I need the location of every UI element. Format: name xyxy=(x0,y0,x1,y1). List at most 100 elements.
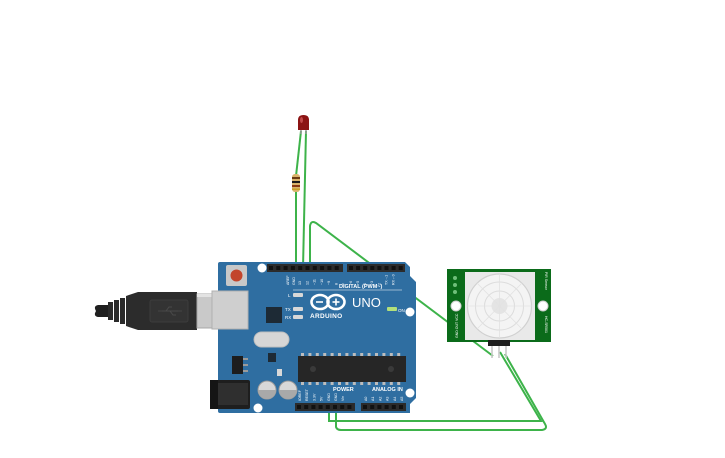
aref-pin-label: AREF xyxy=(286,275,290,285)
analog-header xyxy=(361,403,406,411)
header-pin-hole[interactable] xyxy=(399,405,403,409)
chip-leg xyxy=(382,353,386,356)
header-pin-hole[interactable] xyxy=(298,266,303,270)
chip-leg xyxy=(338,353,341,356)
header-pin-hole[interactable] xyxy=(283,266,288,270)
pin-label: A4 xyxy=(393,397,397,401)
atmega-chip-legs xyxy=(301,353,401,385)
chip-leg xyxy=(389,382,393,385)
smd-component xyxy=(277,369,282,376)
wire-led-anode-to-resistor[interactable] xyxy=(295,130,302,177)
resistor-band-1 xyxy=(292,177,300,179)
chip-leg xyxy=(375,382,378,385)
pin-label: IOREF xyxy=(298,389,302,401)
pin-label: 8 xyxy=(335,283,339,285)
pin-label: RESET xyxy=(305,388,309,401)
mount-hole-bottom-right xyxy=(405,388,415,398)
chip-leg xyxy=(367,382,371,385)
wire-led-cathode-to-gnd[interactable] xyxy=(302,130,307,269)
chip-leg xyxy=(397,353,401,356)
pin-label: 5V xyxy=(320,396,324,401)
header-pin-hole[interactable] xyxy=(370,266,375,270)
header-pin-hole[interactable] xyxy=(398,266,403,270)
header-pin-hole[interactable] xyxy=(347,405,352,409)
header-pin-hole[interactable] xyxy=(311,405,316,409)
pin-label: A2 xyxy=(378,397,382,401)
chip-leg xyxy=(345,382,349,385)
header-pin-hole[interactable] xyxy=(377,405,382,409)
header-pin-hole[interactable] xyxy=(356,266,361,270)
regulator-pin-2 xyxy=(243,364,248,366)
usb-cable-tail xyxy=(94,305,110,317)
chip-leg xyxy=(330,382,334,385)
pin-label: TX→1 xyxy=(384,275,388,285)
voltage-regulator xyxy=(232,356,243,374)
pin-label: ~3 xyxy=(370,281,374,285)
led-l-indicator xyxy=(293,293,303,297)
digital-pin-holes xyxy=(269,266,403,270)
header-pin-hole[interactable] xyxy=(320,266,325,270)
header-pin-hole[interactable] xyxy=(269,266,273,270)
header-pin-hole[interactable] xyxy=(304,405,309,409)
regulator-pin-1 xyxy=(243,358,248,360)
pir-right-label: HC-SR501 xyxy=(544,316,548,333)
header-pin-hole[interactable] xyxy=(377,266,382,270)
usb-jack xyxy=(211,290,249,330)
capacitor-1-shade xyxy=(258,390,276,399)
header-pin-hole[interactable] xyxy=(318,405,323,409)
resistor-band-2 xyxy=(292,181,300,183)
resistor[interactable] xyxy=(292,174,300,192)
header-pin-hole[interactable] xyxy=(391,266,396,270)
small-chip xyxy=(268,353,276,362)
header-pin-hole[interactable] xyxy=(312,266,317,270)
chip-leg xyxy=(308,382,312,385)
header-pin-hole[interactable] xyxy=(333,405,337,409)
header-pin-hole[interactable] xyxy=(305,266,310,270)
chip-leg xyxy=(308,353,312,356)
pin-label: 3.3V xyxy=(312,393,316,401)
pir-pad-3 xyxy=(453,290,457,294)
pir-mount-hole-left xyxy=(450,300,462,312)
header-pin-hole[interactable] xyxy=(325,405,330,409)
chip-leg xyxy=(301,353,304,356)
wire-gnd-to-pir-gnd[interactable] xyxy=(335,353,547,431)
digital-header-right xyxy=(347,264,405,272)
arduino-uno[interactable]: ARDUINO UNO DIGITAL (PWM~) POWER ANALOG … xyxy=(210,262,416,413)
header-pin-hole[interactable] xyxy=(384,266,389,270)
pin-label: ~9 xyxy=(327,281,331,285)
pin-label: 13 xyxy=(298,281,302,285)
chip-leg xyxy=(389,353,393,356)
led-red[interactable] xyxy=(298,115,309,134)
header-pin-hole[interactable] xyxy=(349,266,353,270)
pin-label: Vin xyxy=(341,396,345,401)
header-pin-hole[interactable] xyxy=(334,266,339,270)
header-pin-hole[interactable] xyxy=(276,266,281,270)
chip-leg xyxy=(360,353,364,356)
wire-digital-to-pir-out[interactable] xyxy=(309,221,494,357)
header-pin-hole[interactable] xyxy=(297,405,301,409)
led-highlight xyxy=(300,117,303,123)
gnd-pin-label: GND xyxy=(292,277,296,285)
header-pin-hole[interactable] xyxy=(327,266,332,270)
pin-label: GND xyxy=(327,393,331,401)
header-pin-hole[interactable] xyxy=(290,266,295,270)
pir-dome-facets xyxy=(467,274,532,338)
crystal-oscillator xyxy=(253,331,290,348)
pir-motion-sensor[interactable]: GND OUT VCC HC-SR501 PIR Sensor xyxy=(447,269,551,358)
chip-leg xyxy=(315,353,319,356)
usb-strain-relief-3 xyxy=(120,298,125,324)
header-pin-hole[interactable] xyxy=(384,405,389,409)
header-pin-hole[interactable] xyxy=(391,405,396,409)
chip-leg xyxy=(382,382,386,385)
header-pin-hole[interactable] xyxy=(363,405,367,409)
usb-strain-relief-2 xyxy=(114,300,119,322)
header-pin-hole[interactable] xyxy=(340,405,345,409)
chip-leg xyxy=(397,382,401,385)
header-pin-hole[interactable] xyxy=(363,266,368,270)
arduino-model-label: UNO xyxy=(352,295,381,310)
reset-button[interactable] xyxy=(230,269,243,282)
header-pin-hole[interactable] xyxy=(370,405,375,409)
